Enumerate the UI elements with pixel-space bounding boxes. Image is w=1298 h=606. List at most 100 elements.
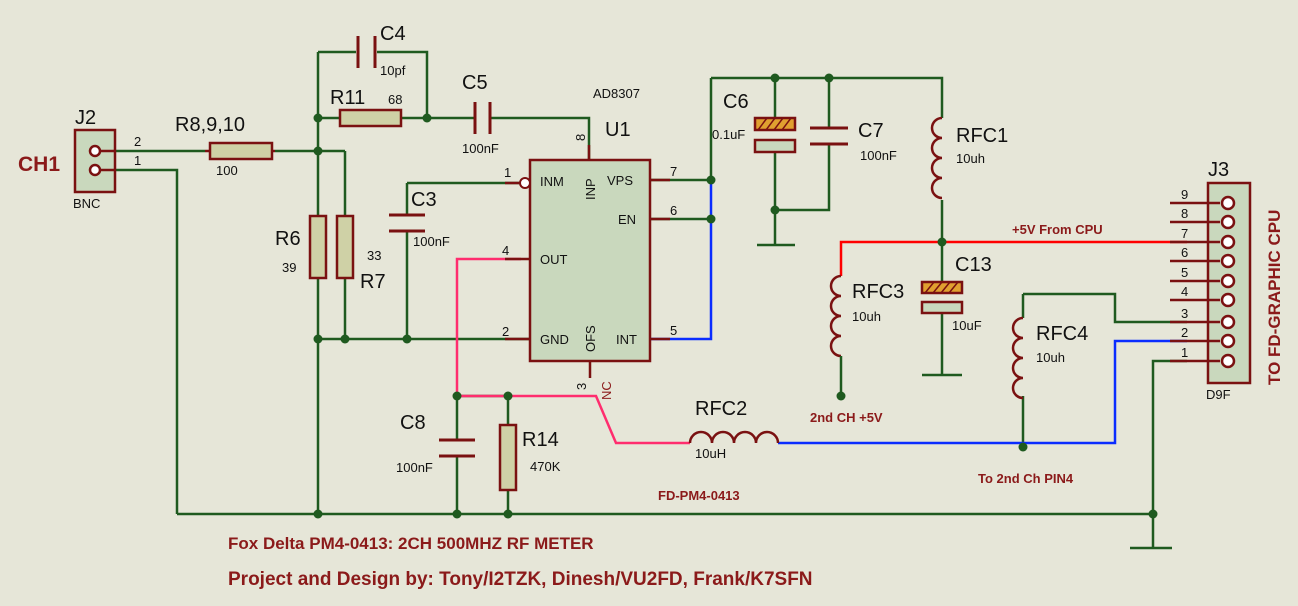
r6-value: 39 bbox=[282, 260, 296, 275]
j3-pin-1 bbox=[1220, 353, 1236, 369]
j3-pin-number: 5 bbox=[1181, 265, 1188, 280]
c4-capacitor bbox=[356, 36, 377, 68]
wires-colored bbox=[455, 180, 1187, 445]
j3-pin-number: 4 bbox=[1181, 284, 1188, 299]
to-second-ch-pin4-label: To 2nd Ch PIN4 bbox=[978, 471, 1074, 486]
second-ch-5v-label: 2nd CH +5V bbox=[810, 410, 883, 425]
pin5-number: 5 bbox=[670, 323, 677, 338]
inductors bbox=[688, 116, 1024, 444]
resistors bbox=[205, 108, 518, 492]
c3-value: 100nF bbox=[413, 234, 450, 249]
c3-label: C3 bbox=[411, 189, 437, 211]
title-label: Fox Delta PM4-0413: 2CH 500MHZ RF METER bbox=[228, 534, 594, 553]
j2-pin1-label: 1 bbox=[134, 153, 141, 168]
r11-resistor bbox=[338, 108, 403, 128]
r14-value: 470K bbox=[530, 459, 561, 474]
rfc3-label: RFC3 bbox=[852, 281, 904, 303]
rfc1-value: 10uh bbox=[956, 151, 985, 166]
j3-pin-2 bbox=[1220, 333, 1236, 349]
j2-pin2-label: 2 bbox=[134, 134, 141, 149]
d9f-label: D9F bbox=[1206, 387, 1231, 402]
rfc3-value: 10uh bbox=[852, 309, 881, 324]
junction-dots bbox=[313, 73, 1158, 519]
c6-value: 0.1uF bbox=[712, 127, 745, 142]
c5-label: C5 bbox=[462, 72, 488, 94]
u1-pin-inp: INP bbox=[583, 178, 598, 200]
pin4-number: 4 bbox=[502, 243, 509, 258]
j3-pin-5 bbox=[1220, 273, 1236, 289]
rfc2-inductor bbox=[688, 430, 780, 444]
j2-connector bbox=[73, 128, 117, 194]
c5-value: 100nF bbox=[462, 141, 499, 156]
c13-label: C13 bbox=[955, 254, 992, 276]
j3-pin-number: 2 bbox=[1181, 325, 1188, 340]
u1-pin-en: EN bbox=[618, 212, 636, 227]
pin6-number: 6 bbox=[670, 203, 677, 218]
j3-pin-9 bbox=[1220, 195, 1236, 211]
c3-capacitor bbox=[389, 213, 425, 233]
rfc4-value: 10uh bbox=[1036, 350, 1065, 365]
j3-pin-number: 7 bbox=[1181, 226, 1188, 241]
credits-label: Project and Design by: Tony/I2TZK, Dines… bbox=[228, 569, 813, 590]
ad8307-label: AD8307 bbox=[593, 86, 640, 101]
u1-pin-out: OUT bbox=[540, 252, 568, 267]
c5-capacitor bbox=[473, 102, 492, 134]
c7-label: C7 bbox=[858, 120, 884, 142]
pin7-number: 7 bbox=[670, 164, 677, 179]
j3-pin-8 bbox=[1220, 214, 1236, 230]
r7-value: 33 bbox=[367, 248, 381, 263]
rfc1-inductor bbox=[930, 116, 943, 200]
r14-resistor bbox=[498, 423, 518, 492]
rfc3-inductor bbox=[829, 274, 842, 358]
r8-resistor bbox=[208, 141, 274, 161]
c8-capacitor bbox=[439, 438, 475, 458]
c4-label: C4 bbox=[380, 23, 406, 45]
c8-label: C8 bbox=[400, 412, 426, 434]
r6-label: R6 bbox=[275, 228, 301, 250]
pin2-number: 2 bbox=[502, 324, 509, 339]
u1-label: U1 bbox=[605, 119, 631, 141]
pin8-number: 8 bbox=[573, 134, 588, 141]
r14-label: R14 bbox=[522, 429, 559, 451]
r8-value: 100 bbox=[216, 163, 238, 178]
pin3-number: 3 bbox=[574, 383, 589, 390]
to-fd-graphic-cpu-label: TO FD-GRAPHIC CPU bbox=[1265, 210, 1284, 385]
j3-pin-number: 8 bbox=[1181, 206, 1188, 221]
c13-value: 10uF bbox=[952, 318, 982, 333]
ch1-label: CH1 bbox=[18, 153, 60, 176]
j3-pin-number: 1 bbox=[1181, 345, 1188, 360]
r8-label: R8,9,10 bbox=[175, 114, 245, 136]
u1-pin-inm: INM bbox=[540, 174, 564, 189]
r11-label: R11 bbox=[330, 87, 365, 109]
c8-value: 100nF bbox=[396, 460, 433, 475]
j3-pin-number: 3 bbox=[1181, 306, 1188, 321]
rfc2-label: RFC2 bbox=[695, 398, 747, 420]
u1-pin-gnd: GND bbox=[540, 332, 569, 347]
c6-capacitor bbox=[753, 116, 797, 154]
j3-pin-6 bbox=[1220, 253, 1236, 269]
rfc4-inductor bbox=[1011, 316, 1024, 400]
c7-value: 100nF bbox=[860, 148, 897, 163]
j3-pin-3 bbox=[1220, 314, 1236, 330]
plus5v-label: +5V From CPU bbox=[1012, 222, 1103, 237]
u1-pin-ofs: OFS bbox=[583, 325, 598, 352]
u1-pin-int: INT bbox=[616, 332, 637, 347]
u1-pin-nc: NC bbox=[599, 381, 614, 400]
c13-capacitor bbox=[920, 280, 964, 315]
rfc1-label: RFC1 bbox=[956, 125, 1008, 147]
bnc-label: BNC bbox=[73, 196, 100, 211]
board-id-label: FD-PM4-0413 bbox=[658, 488, 740, 503]
rfc2-value: 10uH bbox=[695, 446, 726, 461]
u1-chip bbox=[505, 145, 670, 363]
rfc4-label: RFC4 bbox=[1036, 323, 1088, 345]
j3-pin-number: 9 bbox=[1181, 187, 1188, 202]
c7-capacitor bbox=[810, 126, 848, 146]
capacitors bbox=[356, 36, 964, 458]
c6-label: C6 bbox=[723, 91, 749, 113]
r7-resistor bbox=[335, 214, 355, 280]
pin1-number: 1 bbox=[504, 165, 511, 180]
r6-resistor bbox=[308, 214, 328, 280]
